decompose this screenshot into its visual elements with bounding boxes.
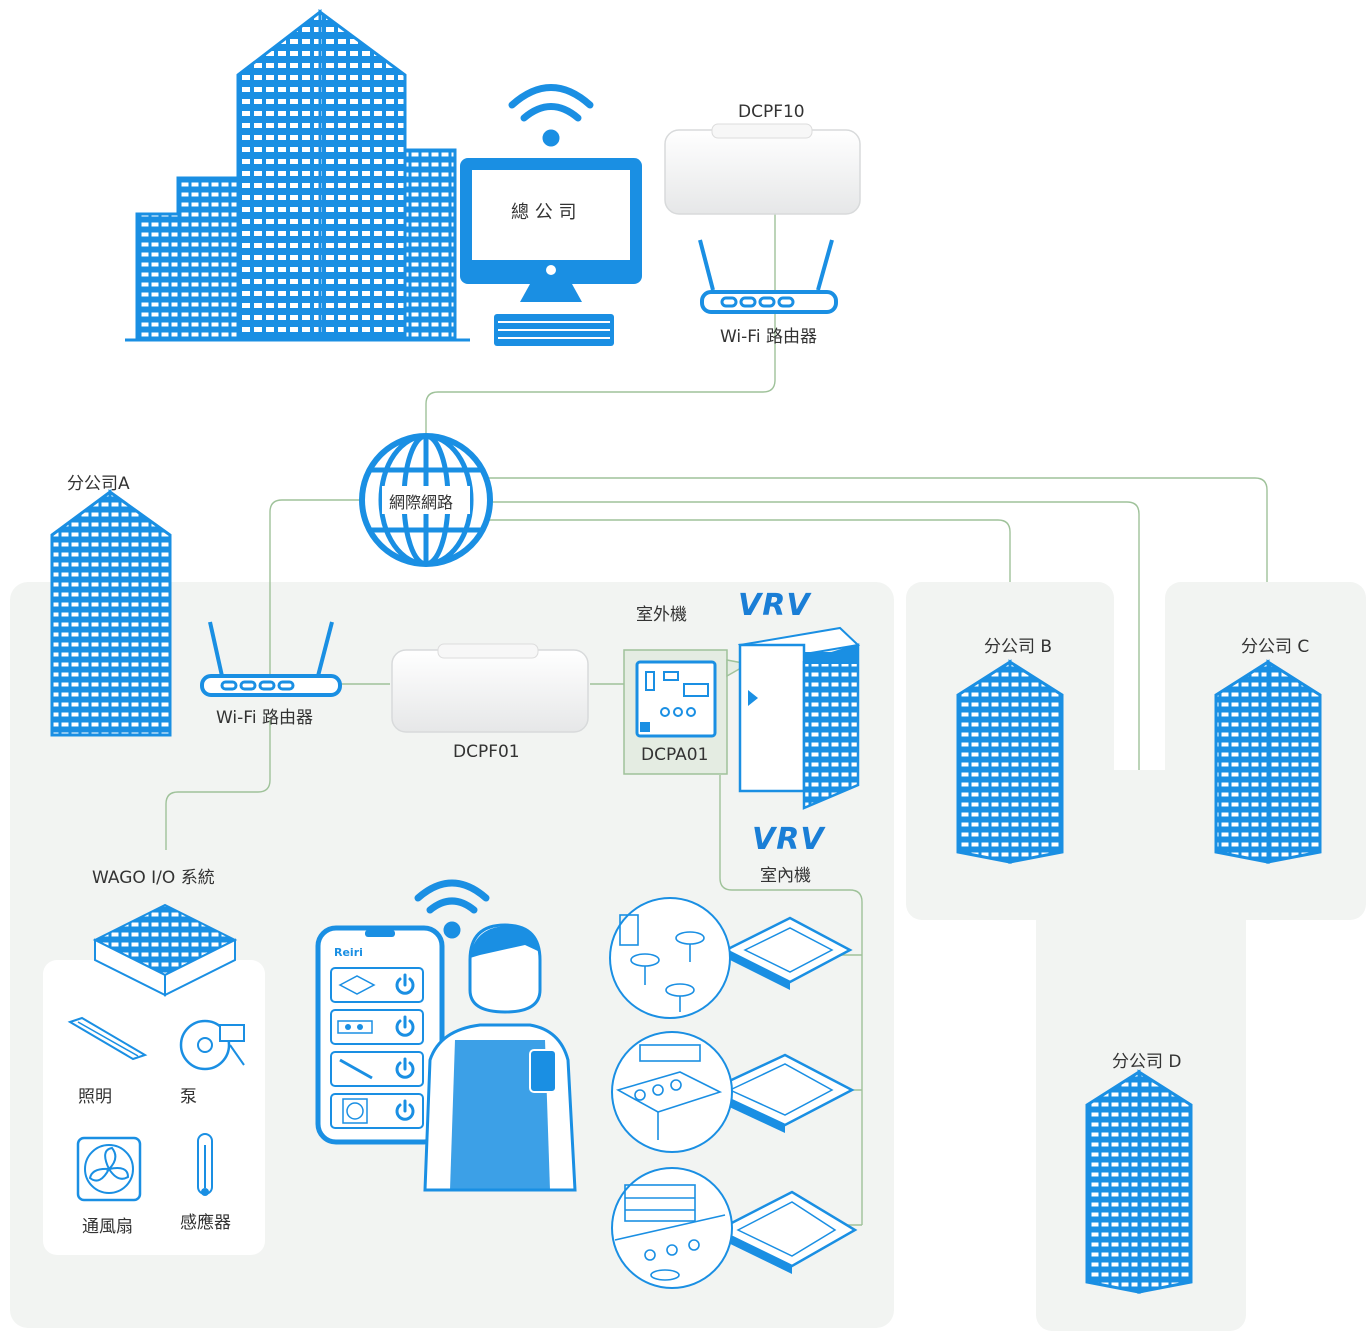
device-label-light: 照明 (78, 1087, 112, 1107)
branch-a-building (50, 489, 172, 737)
app-row-light (330, 1051, 424, 1087)
light-icon (67, 1016, 148, 1061)
router-icon-branch-a (200, 621, 342, 697)
room-scene-restaurant (609, 897, 731, 1019)
dcpf10-label: DCPF10 (738, 102, 805, 122)
vrv-logo-outdoor: VRV (738, 588, 811, 623)
app-row-fan (330, 1093, 424, 1129)
thermometer-icon (197, 1133, 213, 1196)
dcpa01-label: DCPA01 (641, 745, 709, 765)
dcpf01-device (391, 643, 589, 733)
app-row-duct (330, 1009, 424, 1045)
branch-d-building (1085, 1069, 1193, 1294)
branch-a-router-label: Wi-Fi 路由器 (216, 708, 313, 728)
pump-icon (179, 1019, 245, 1071)
router-icon-head-office (698, 239, 838, 314)
vrv-logo-indoor: VRV (752, 822, 825, 857)
globe-icon (359, 433, 493, 567)
branch-b-building (956, 659, 1064, 864)
person-illustration (423, 923, 577, 1192)
power-icons (395, 973, 415, 1121)
indoor-unit-label: 室內機 (760, 866, 811, 886)
device-panel (43, 960, 265, 1255)
branch-d-label: 分公司 D (1112, 1052, 1182, 1072)
internet-label: 網際網路 (389, 493, 454, 512)
device-label-pump: 泵 (180, 1087, 197, 1107)
wifi-icon-phone (414, 879, 490, 939)
wifi-icon-head-office (508, 84, 594, 147)
indoor-cassette-3 (715, 1190, 858, 1274)
device-label-fan: 通風扇 (82, 1217, 133, 1237)
app-brand: Reiri (334, 946, 363, 959)
dcpf01-label: DCPF01 (453, 742, 520, 762)
branch-c-label: 分公司 C (1241, 637, 1310, 657)
connector-lines (165, 196, 1268, 1226)
dcpa01-adapter (623, 649, 751, 775)
room-scene-bar (611, 1167, 733, 1289)
wago-label: WAGO I/O 系統 (92, 868, 215, 888)
ventilation-fan-icon (76, 1136, 142, 1202)
branch-a-title: 分公司A (67, 474, 130, 494)
head-office-buildings (125, 8, 470, 342)
app-row-cassette (330, 967, 424, 1003)
outdoor-unit-label: 室外機 (636, 605, 687, 625)
head-office-label: 總 公 司 (511, 202, 577, 223)
outdoor-unit (737, 626, 861, 810)
head-office-router-label: Wi-Fi 路由器 (720, 327, 817, 347)
room-scene-kitchen (611, 1031, 733, 1153)
branch-b-label: 分公司 B (984, 637, 1053, 657)
dcpf10-device (664, 123, 861, 215)
wago-io-device (92, 903, 238, 997)
indoor-cassette-1 (723, 916, 853, 990)
branch-c-building (1214, 659, 1322, 864)
device-label-sensor: 感應器 (180, 1213, 231, 1233)
monitor-icon (460, 158, 642, 346)
